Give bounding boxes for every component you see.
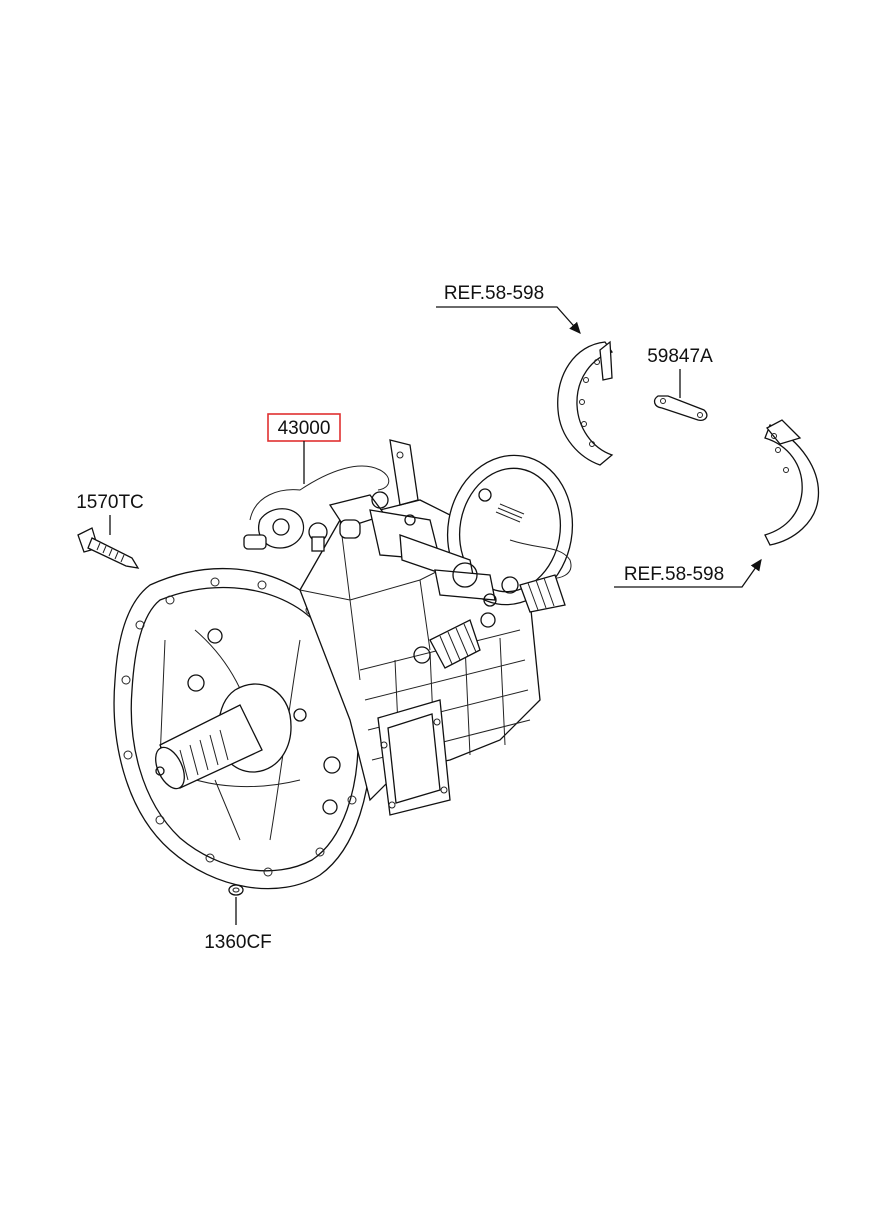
- callout-43000[interactable]: 43000: [267, 413, 341, 484]
- transmission-assembly: [113, 439, 574, 890]
- nut-1360CF: [228, 884, 244, 896]
- label-ref-lower: REF.58-598: [624, 564, 724, 585]
- shift-tower: [243, 439, 572, 669]
- brake-shoe-lower: [764, 419, 820, 546]
- label-1570TC: 1570TC: [76, 492, 144, 513]
- leader-ref-lower: [614, 558, 762, 588]
- brake-shoe-upper: [557, 340, 614, 466]
- input-shaft: [155, 683, 292, 790]
- label-59847A: 59847A: [647, 346, 713, 367]
- label-1360CF: 1360CF: [204, 932, 272, 953]
- inspection-cover: [377, 699, 451, 816]
- callout-ref-lower[interactable]: REF.58-598: [614, 419, 820, 588]
- label-43000: 43000: [278, 418, 331, 439]
- callout-ref-upper[interactable]: REF.58-598: [436, 283, 614, 466]
- label-ref-upper: REF.58-598: [444, 283, 544, 304]
- callout-1360CF[interactable]: 1360CF: [204, 884, 272, 953]
- callout-59847A[interactable]: 59847A: [647, 346, 713, 421]
- callout-1570TC[interactable]: 1570TC: [76, 492, 144, 569]
- leader-ref-upper: [436, 306, 581, 334]
- link-plate-59847A: [653, 395, 708, 421]
- bolt-1570TC: [77, 527, 140, 569]
